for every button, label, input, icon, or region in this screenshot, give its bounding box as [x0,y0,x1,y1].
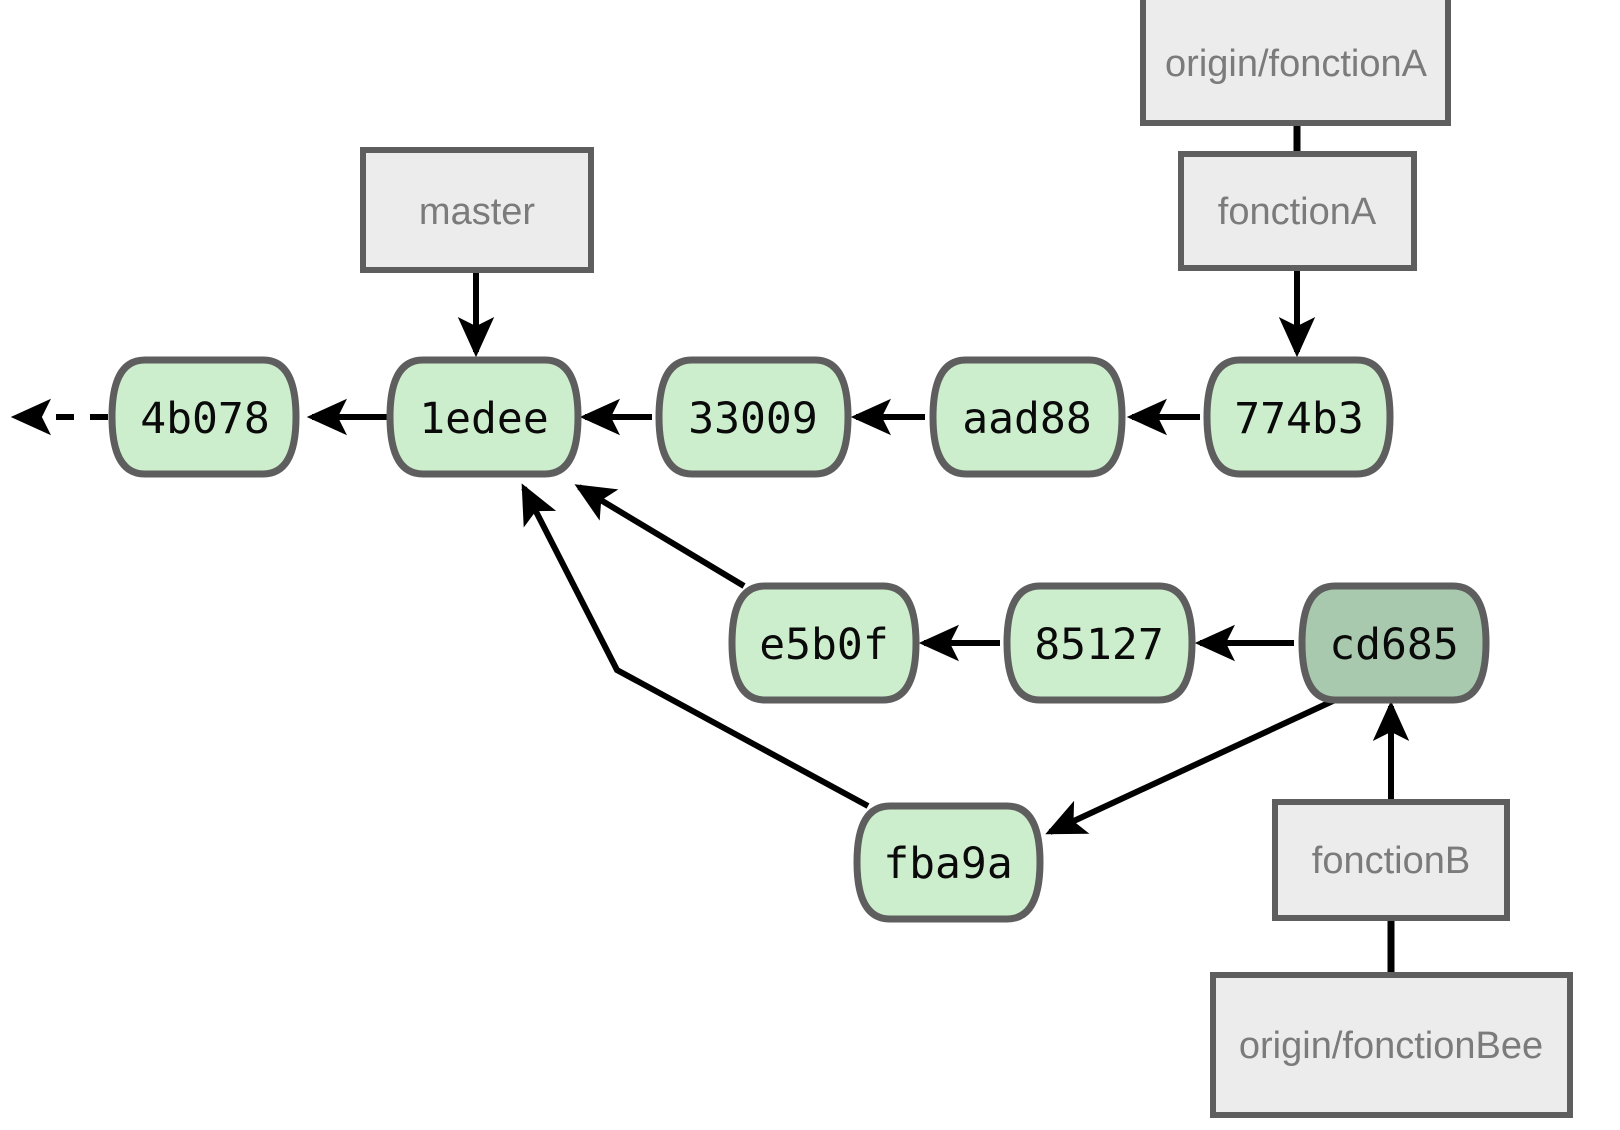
ref-origin-fonctionA[interactable]: origin/fonctionA [1140,0,1451,126]
commit-label-33009: 33009 [688,394,817,444]
edge-layer [10,123,1410,975]
commit-label-85127: 85127 [1034,620,1163,670]
commit-shape-aad88[interactable] [929,356,1126,478]
ref-layer: master origin/fonctionA fonctionA foncti… [360,0,1573,1118]
ref-fonctionB-box[interactable] [1272,799,1510,921]
commit-label-cd685: cd685 [1329,620,1458,670]
ref-master-box[interactable] [360,147,594,273]
commit-label-1edee: 1edee [419,394,548,444]
commit-node-aad88[interactable]: aad88 [929,356,1126,478]
commit-shape-fba9a[interactable] [853,802,1044,923]
commit-node-1edee[interactable]: 1edee [386,356,582,478]
commit-node-33009[interactable]: 33009 [655,356,852,478]
commit-shape-85127[interactable] [1003,582,1196,704]
ref-fonctionA-box[interactable] [1178,151,1417,271]
commit-node-cd685[interactable]: cd685 [1298,582,1490,704]
commit-node-85127[interactable]: 85127 [1003,582,1196,704]
commit-shape-4b078[interactable] [108,356,300,478]
ref-origin-fonctionA-box[interactable] [1140,0,1451,126]
edge-cd685-to-fba9a [1045,697,1337,835]
ref-origin-fonctionA-label: origin/fonctionA [1165,43,1428,85]
ref-origin-fonctionBee-label: origin/fonctionBee [1239,1025,1543,1067]
commit-node-4b078[interactable]: 4b078 [108,356,300,478]
commit-layer: 4b078 1edee 33009 aad88 774b3 [108,356,1490,923]
commit-label-aad88: aad88 [962,394,1091,444]
commit-label-fba9a: fba9a [883,839,1012,889]
ref-master-label: master [419,191,535,233]
ref-origin-fonctionBee-box[interactable] [1210,972,1573,1118]
ref-fonctionA[interactable]: fonctionA [1178,151,1417,271]
commit-label-4b078: 4b078 [140,394,269,444]
ref-master[interactable]: master [360,147,594,273]
ref-fonctionA-label: fonctionA [1218,191,1377,233]
ref-fonctionB-label: fonctionB [1312,840,1470,882]
commit-shape-e5b0f[interactable] [728,582,920,704]
edge-e5b0f-to-1edee [574,484,746,589]
commit-node-e5b0f[interactable]: e5b0f [728,582,920,704]
commit-shape-1edee[interactable] [386,356,582,478]
edge-fba9a-to-1edee [521,483,870,809]
commit-shape-774b3[interactable] [1203,356,1394,478]
commit-label-e5b0f: e5b0f [759,620,888,670]
commit-node-fba9a[interactable]: fba9a [853,802,1044,923]
commit-shape-33009[interactable] [655,356,852,478]
commit-node-774b3[interactable]: 774b3 [1203,356,1394,478]
commit-label-774b3: 774b3 [1234,394,1363,444]
ref-origin-fonctionBee[interactable]: origin/fonctionBee [1210,972,1573,1118]
ref-fonctionB[interactable]: fonctionB [1272,799,1510,921]
commit-shape-cd685[interactable] [1298,582,1490,704]
